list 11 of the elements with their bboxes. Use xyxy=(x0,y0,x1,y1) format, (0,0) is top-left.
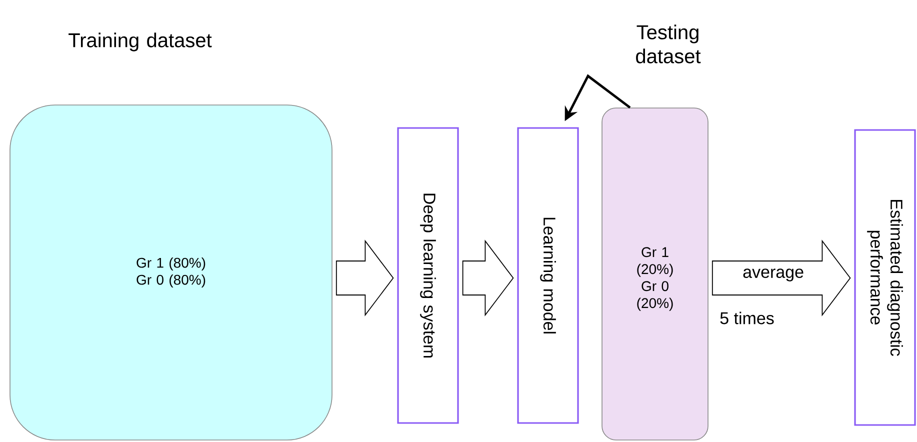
dataset-box: Gr 1 (80%) Gr 0 (80%) xyxy=(10,104,332,440)
process-box: Estimated diagnostic performance xyxy=(854,129,916,426)
block-arrow xyxy=(462,240,514,316)
process-box: Learning model xyxy=(517,127,579,424)
process-box: Deep learning system xyxy=(397,127,459,424)
block-arrow xyxy=(336,240,394,316)
edge-label: average xyxy=(743,268,804,282)
block-arrow xyxy=(712,240,851,316)
dataset-heading: Testing dataset xyxy=(636,24,701,64)
dataset-box: Gr 1 (20%) Gr 0 (20%) xyxy=(602,108,708,440)
dataset-heading: Training dataset xyxy=(68,32,212,52)
